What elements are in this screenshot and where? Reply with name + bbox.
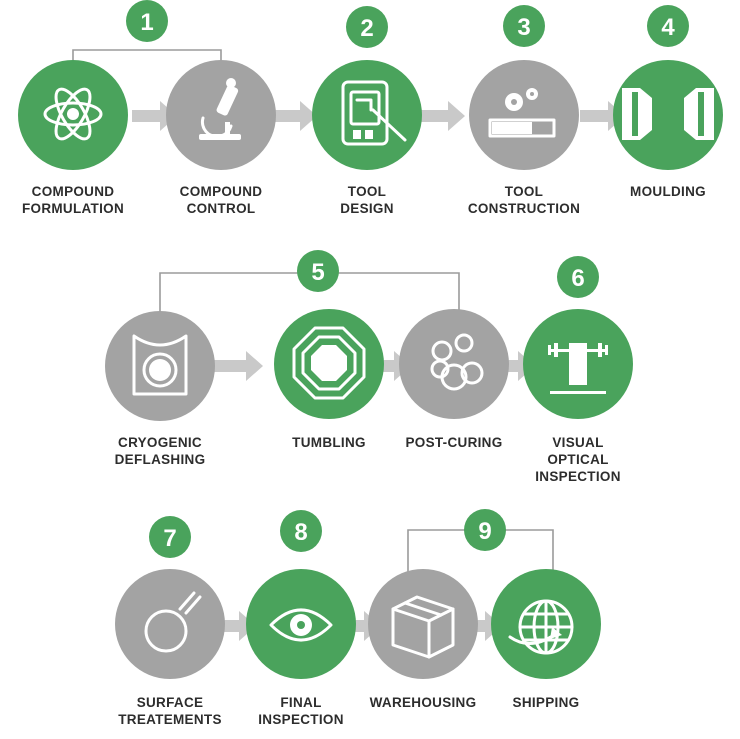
step-label: TOOL CONSTRUCTION — [449, 183, 599, 217]
mould-press-icon — [622, 88, 714, 140]
step-label-line: COMPOUND — [179, 184, 263, 199]
step-label: SURFACE TREATEMENTS — [95, 694, 245, 728]
step-label-line: VISUAL — [552, 435, 604, 450]
step-number: 2 — [360, 15, 373, 42]
step-label-line: DEFLASHING — [114, 452, 206, 467]
step-number-badge: 9 — [464, 509, 506, 551]
step-label: FINAL INSPECTION — [226, 694, 376, 728]
step-number: 9 — [478, 518, 491, 545]
step-label-line: TOOL — [504, 184, 544, 199]
atom-icon — [43, 87, 103, 141]
step-number-badge: 2 — [346, 6, 388, 48]
step-label: VISUAL OPTICAL INSPECTION — [503, 434, 653, 485]
step-label-line: INSPECTION — [535, 469, 621, 484]
step-number-badge: 4 — [647, 5, 689, 47]
step-number: 8 — [294, 519, 307, 546]
step-label-line: TUMBLING — [292, 435, 366, 450]
step-label: WAREHOUSING — [348, 694, 498, 711]
step-label-line: POST-CURING — [405, 435, 503, 450]
step-circle-10 — [115, 569, 225, 679]
step-circle-3 — [312, 60, 422, 170]
step-label-line: DESIGN — [340, 201, 394, 216]
arrow-5 — [214, 351, 263, 381]
step-number-badge: 5 — [297, 250, 339, 292]
step-label: TOOL DESIGN — [292, 183, 442, 217]
step-number: 3 — [517, 14, 530, 41]
step-circle-5 — [613, 60, 723, 170]
step-label: CRYOGENIC DEFLASHING — [85, 434, 235, 468]
step-label-line: FINAL — [280, 695, 322, 710]
step-circle-2 — [166, 60, 276, 170]
step-number: 6 — [571, 265, 584, 292]
inspection-bench-icon — [548, 343, 608, 394]
microscope-icon — [199, 78, 241, 140]
step-number-badge: 1 — [126, 0, 168, 42]
step-number: 1 — [140, 9, 153, 36]
tablet-stylus-icon — [341, 80, 407, 146]
step-label-line: COMPOUND — [31, 184, 115, 199]
octagon-drum-icon — [292, 326, 366, 400]
step-circle-4 — [469, 60, 579, 170]
step-number-badge: 6 — [557, 256, 599, 298]
step-label-line: SHIPPING — [512, 695, 580, 710]
arrow-2 — [272, 101, 317, 131]
step-label: COMPOUND FORMULATION — [0, 183, 148, 217]
step-label-line: INSPECTION — [258, 712, 344, 727]
step-number-badge: 7 — [149, 516, 191, 558]
step-number: 4 — [661, 14, 675, 41]
step-label-line: SURFACE — [136, 695, 204, 710]
step-number-badge: 8 — [280, 510, 322, 552]
step-circle-12 — [368, 569, 478, 679]
step-label-line: CONSTRUCTION — [467, 201, 581, 216]
gears-progress-icon — [488, 88, 556, 138]
step-label-line: OPTICAL — [547, 452, 609, 467]
coated-ring-icon — [144, 591, 202, 653]
step-label-line: WAREHOUSING — [369, 695, 477, 710]
arrow-3 — [420, 101, 465, 131]
step-label: SHIPPING — [471, 694, 621, 711]
step-number: 5 — [311, 259, 324, 286]
step-label-line: FORMULATION — [21, 201, 125, 216]
step-label-line: TREATEMENTS — [118, 712, 222, 727]
step-label: TUMBLING — [254, 434, 404, 451]
box-icon — [391, 595, 455, 659]
cryogenic-ring-icon — [132, 334, 188, 396]
eye-icon — [269, 608, 333, 642]
step-number-badge: 3 — [503, 5, 545, 47]
step-label-line: MOULDING — [630, 184, 706, 199]
step-label: MOULDING — [593, 183, 740, 200]
step-label: COMPOUND CONTROL — [146, 183, 296, 217]
step-number: 7 — [163, 525, 176, 552]
step-label-line: CONTROL — [186, 201, 256, 216]
step-label: POST-CURING — [379, 434, 529, 451]
arrow-8 — [215, 611, 256, 641]
step-label-line: TOOL — [347, 184, 387, 199]
step-label-line: CRYOGENIC — [118, 435, 202, 450]
rings-icon — [430, 333, 484, 391]
globe-icon — [508, 599, 574, 655]
arrow-1 — [132, 101, 177, 131]
